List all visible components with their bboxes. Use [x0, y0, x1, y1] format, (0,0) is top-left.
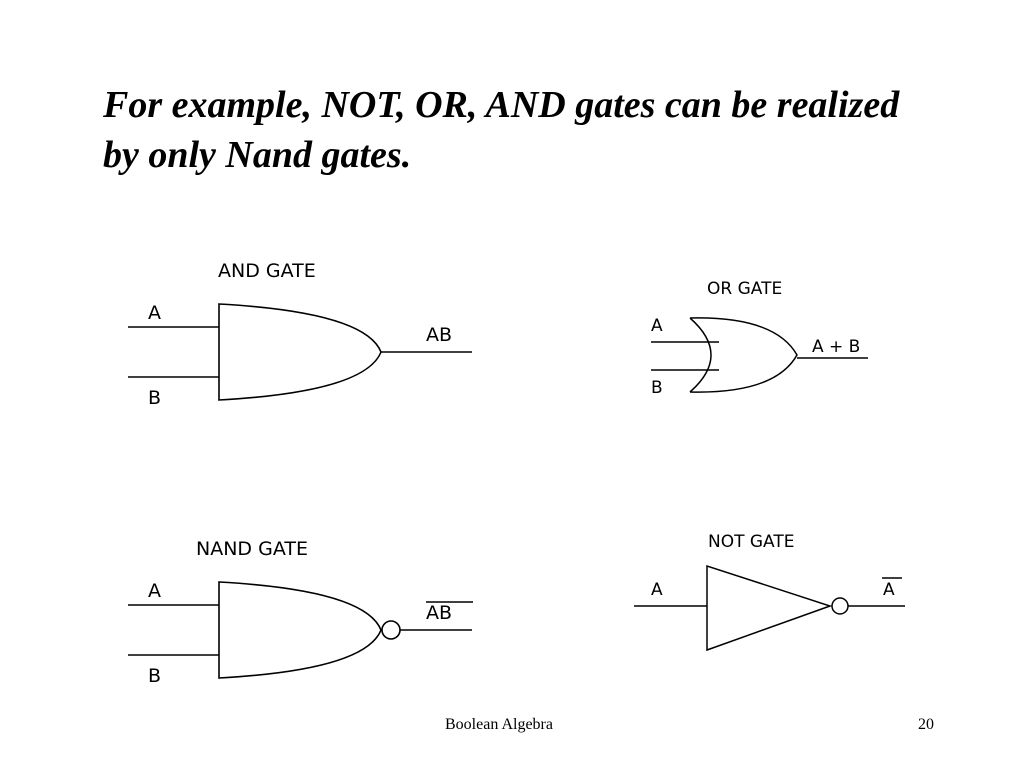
not-gate-inversion-bubble	[831, 597, 849, 615]
and-gate-title: AND GATE	[218, 260, 316, 282]
nand-gate-input-b-label: B	[148, 665, 161, 687]
not-gate: NOT GATE A A	[634, 532, 905, 652]
nand-gate: NAND GATE A B AB	[128, 538, 473, 687]
and-gate-body	[218, 303, 382, 401]
nand-gate-inversion-bubble	[381, 620, 401, 640]
nand-gate-input-a-label: A	[148, 580, 161, 602]
heading-line-1: For example, NOT, OR, AND gates can be r…	[103, 84, 900, 126]
footer-title: Boolean Algebra	[445, 716, 553, 733]
or-gate-input-b-label: B	[651, 378, 663, 398]
not-gate-input-label: A	[651, 580, 663, 600]
and-gate-input-a-label: A	[148, 302, 161, 324]
nand-gate-title: NAND GATE	[196, 538, 308, 560]
and-gate-output-label: AB	[426, 324, 452, 346]
or-gate-title: OR GATE	[707, 279, 782, 299]
slide-heading: For example, NOT, OR, AND gates can be r…	[103, 80, 963, 180]
or-gate-body	[689, 317, 798, 393]
nand-gate-output-label: AB	[426, 602, 452, 624]
or-gate-back-curve	[689, 317, 712, 393]
or-gate-output-label: A + B	[812, 337, 860, 357]
or-gate: OR GATE A B A + B	[651, 279, 868, 398]
page-number: 20	[918, 716, 934, 733]
nand-gate-body	[218, 581, 382, 679]
heading-line-2: by only Nand gates.	[103, 134, 412, 176]
and-gate: AND GATE A B AB	[128, 260, 472, 409]
not-gate-output-label: A	[883, 580, 895, 600]
not-gate-triangle	[706, 564, 833, 652]
and-gate-input-b-label: B	[148, 387, 161, 409]
not-gate-title: NOT GATE	[708, 532, 795, 552]
or-gate-input-a-label: A	[651, 316, 663, 336]
